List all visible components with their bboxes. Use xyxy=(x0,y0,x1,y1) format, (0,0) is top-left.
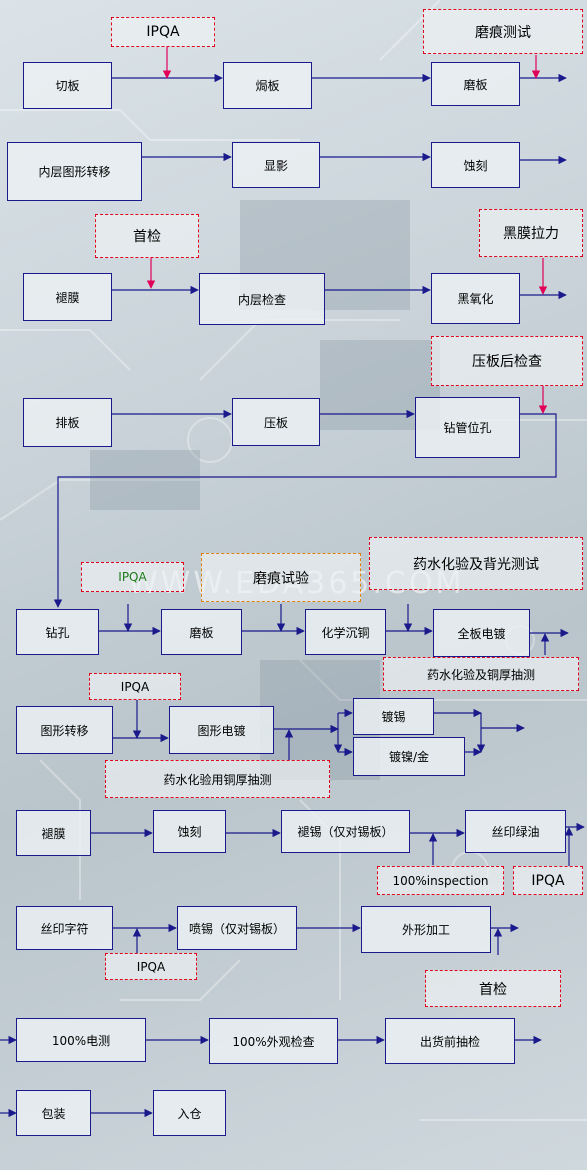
process-nickel-gold-plating: 镀镍/金 xyxy=(353,737,465,776)
process-electrical-test: 100%电测 xyxy=(16,1018,146,1062)
process-profiling: 外形加工 xyxy=(361,906,491,953)
process-cut-board: 切板 xyxy=(23,62,112,109)
process-drill: 钻孔 xyxy=(16,609,99,655)
process-strip-film-outer: 褪膜 xyxy=(16,810,91,856)
qc-ipqa-row1: IPQA xyxy=(111,17,215,47)
process-bake-board: 焗板 xyxy=(223,62,312,109)
process-etch-outer: 蚀刻 xyxy=(153,810,226,853)
qc-black-oxide-peel: 黑膜拉力 xyxy=(479,209,583,257)
qc-ipqa-row6: IPQA xyxy=(89,673,181,700)
process-strip-film-inner: 褪膜 xyxy=(23,273,112,321)
process-pattern-transfer: 图形转移 xyxy=(16,706,113,754)
process-packing: 包装 xyxy=(16,1090,91,1136)
process-pattern-plating: 图形电镀 xyxy=(169,706,274,754)
process-grind-board: 磨板 xyxy=(431,62,520,106)
qc-chemical-thickness-row6: 药水化验用铜厚抽测 xyxy=(105,760,330,798)
qc-first-article-row3: 首检 xyxy=(95,214,199,258)
qc-ipqa-row7: IPQA xyxy=(513,866,583,895)
qc-full-inspection: 100%inspection xyxy=(377,866,504,895)
process-panel-plating: 全板电镀 xyxy=(433,609,530,657)
process-tooling-hole: 钻管位孔 xyxy=(415,397,520,458)
process-inner-inspection: 内层检查 xyxy=(199,273,325,325)
process-develop: 显影 xyxy=(232,142,320,188)
qc-ipqa-row8: IPQA xyxy=(105,953,197,980)
qc-first-article-row8: 首检 xyxy=(425,970,561,1007)
process-visual-inspection: 100%外观检查 xyxy=(209,1018,338,1064)
process-black-oxide: 黑氧化 xyxy=(431,273,520,324)
process-electroless-copper: 化学沉铜 xyxy=(305,609,386,655)
process-press: 压板 xyxy=(232,398,320,446)
process-legend-print: 丝印字符 xyxy=(16,906,113,950)
process-outgoing-sampling: 出货前抽检 xyxy=(385,1018,515,1064)
qc-after-press-inspection: 压板后检查 xyxy=(431,336,583,386)
process-layup: 排板 xyxy=(23,398,112,447)
qc-scratch-test-row5: 磨痕试验 xyxy=(201,553,361,602)
process-solder-mask: 丝印绿油 xyxy=(465,810,566,853)
process-etch-inner: 蚀刻 xyxy=(431,142,520,188)
qc-ipqa-row5: IPQA xyxy=(81,562,184,592)
qc-chemical-thickness-row5: 药水化验及铜厚抽测 xyxy=(383,657,579,691)
qc-scratch-test-row1: 磨痕测试 xyxy=(423,9,583,54)
process-inner-pattern-transfer: 内层图形转移 xyxy=(7,142,142,201)
process-strip-tin: 褪锡（仅对锡板） xyxy=(281,810,410,853)
process-hasl: 喷锡（仅对锡板） xyxy=(177,906,297,950)
qc-chemical-backlight: 药水化验及背光测试 xyxy=(369,537,583,590)
process-warehouse: 入仓 xyxy=(153,1090,226,1136)
process-grind-after-drill: 磨板 xyxy=(161,609,242,655)
process-tin-plating: 镀锡 xyxy=(353,698,434,735)
